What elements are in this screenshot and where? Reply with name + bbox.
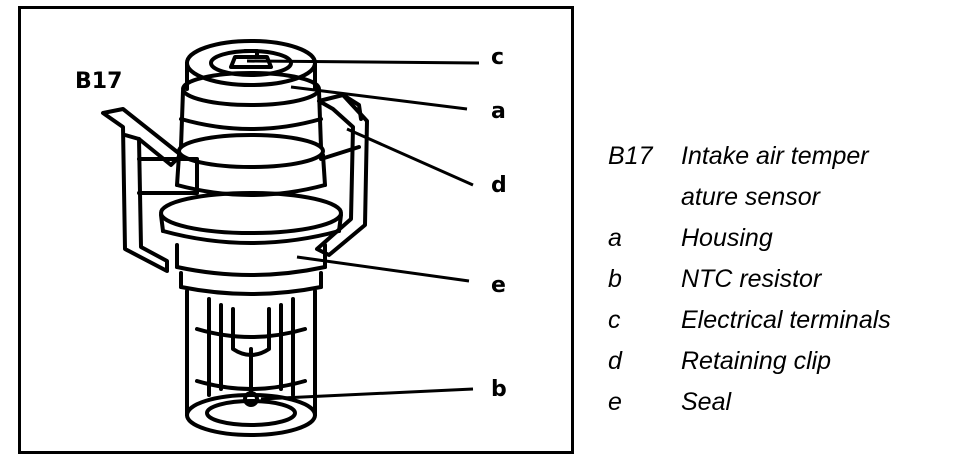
legend-row: d Retaining clip <box>608 341 953 382</box>
callout-e: e <box>491 273 506 298</box>
legend-row: e Seal <box>608 382 953 423</box>
legend: B17 Intake air temper ature sensor a Hou… <box>608 136 953 423</box>
legend-key: c <box>608 306 621 334</box>
legend-text: Retaining clip <box>681 347 832 375</box>
legend-text: Seal <box>681 388 732 416</box>
diagram-frame: B17 c a d e b <box>18 6 574 454</box>
legend-key: d <box>608 347 622 375</box>
sensor-illustration <box>101 39 480 437</box>
legend-row: ature sensor <box>608 177 953 218</box>
callout-d: d <box>491 173 507 198</box>
legend-row: b NTC resistor <box>608 259 953 300</box>
legend-row: a Housing <box>608 218 953 259</box>
callout-a: a <box>491 99 506 124</box>
legend-row: c Electrical terminals <box>608 300 953 341</box>
housing <box>159 39 343 245</box>
seal <box>175 243 327 296</box>
legend-text: Housing <box>681 224 773 252</box>
legend-row: B17 Intake air temper <box>608 136 953 177</box>
legend-text: Intake air temper <box>681 142 869 170</box>
component-label: B17 <box>75 69 123 94</box>
legend-text: Electrical terminals <box>681 306 891 334</box>
legend-text: NTC resistor <box>681 265 822 293</box>
legend-key: a <box>608 224 622 252</box>
callout-b: b <box>491 377 507 402</box>
callout-c: c <box>491 45 505 70</box>
leader-lines <box>246 59 480 401</box>
legend-key: b <box>608 265 622 293</box>
legend-text: ature sensor <box>681 183 820 211</box>
legend-key: e <box>608 388 622 416</box>
legend-key <box>608 177 681 218</box>
sensor-cage <box>185 289 317 437</box>
legend-key: B17 <box>608 142 653 170</box>
